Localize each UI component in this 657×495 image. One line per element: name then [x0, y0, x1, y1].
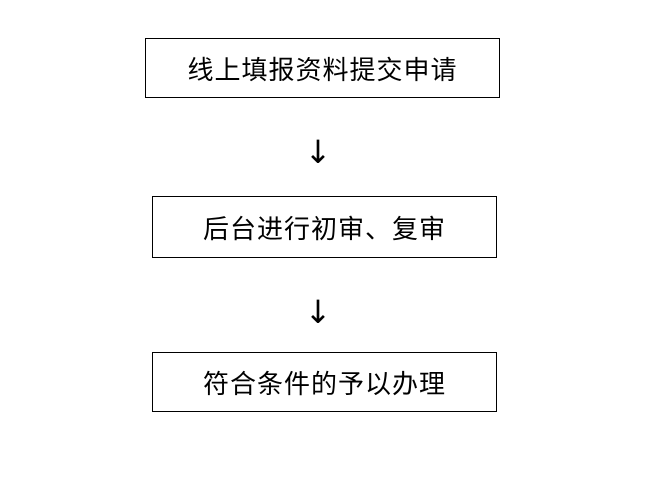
flow-step-label: 符合条件的予以办理 — [202, 369, 446, 399]
flow-step-submit-application: 线上填报资料提交申请 — [145, 38, 500, 98]
down-arrow-icon: ↓ — [304, 133, 332, 171]
flow-step-process-qualified: 符合条件的予以办理 — [152, 352, 497, 412]
down-arrow-icon: ↓ — [304, 293, 332, 331]
flow-step-backend-review: 后台进行初审、复审 — [152, 196, 497, 258]
flow-step-label: 线上填报资料提交申请 — [187, 55, 458, 85]
flow-step-label: 后台进行初审、复审 — [202, 214, 446, 244]
